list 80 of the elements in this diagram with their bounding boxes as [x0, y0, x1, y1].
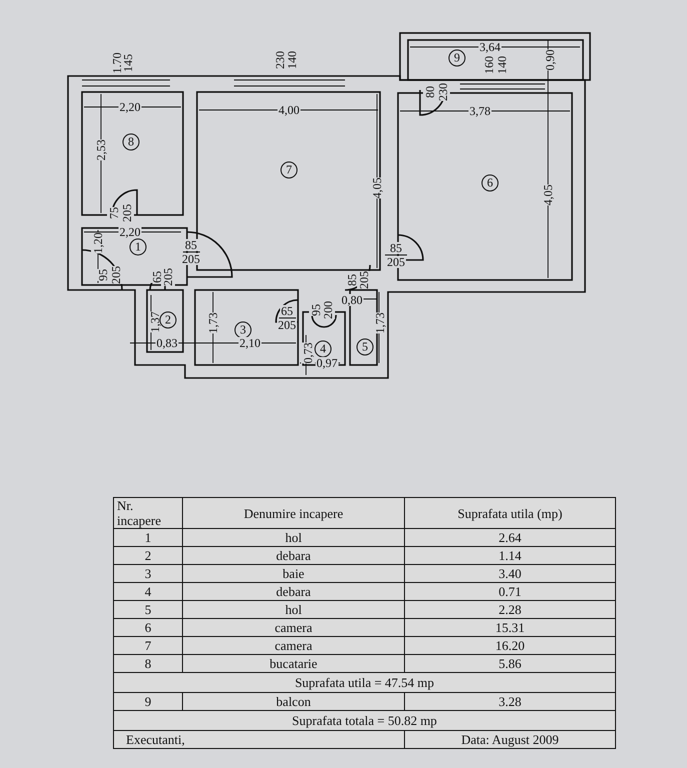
dimension-label: 145 — [121, 54, 135, 72]
table-cell: 0.71 — [404, 582, 616, 600]
dimension-label: 3,78 — [468, 105, 492, 117]
dimension-label: 1,37 — [148, 312, 162, 332]
dimension-label: 0,83 — [156, 337, 178, 349]
room-number: 6 — [482, 174, 498, 192]
room-number: 3 — [234, 322, 252, 338]
room-number: 1 — [130, 238, 146, 256]
table-cell: hol — [182, 528, 404, 546]
dimension-label: 205 — [120, 204, 134, 222]
dimension-label: 2,20 — [118, 101, 142, 113]
dimension-label: 205 — [277, 319, 297, 331]
dimension-label: 75 — [107, 207, 121, 219]
table-cell: 16.20 — [404, 636, 616, 654]
dimension-label: 205 — [357, 271, 371, 289]
table-cell: 5 — [114, 600, 182, 618]
table-cell: camera — [182, 618, 404, 636]
room-number: 7 — [280, 162, 298, 178]
table-cell: 2.64 — [404, 528, 616, 546]
table-cell: camera — [182, 636, 404, 654]
dimension-label: 205 — [161, 268, 175, 286]
table-cell: 2.28 — [404, 600, 616, 618]
table-header-cell: Denumire incapere — [182, 498, 404, 528]
dimension-label: 1,20 — [91, 232, 105, 254]
dimension-label: 85 — [184, 239, 198, 251]
table-header-cell: Nr. incapere — [114, 498, 182, 528]
room-number: 9 — [448, 50, 466, 66]
table-cell: 3.28 — [404, 692, 616, 710]
dimension-label: 65 — [280, 305, 294, 317]
dimension-label: 85 — [389, 242, 403, 254]
dimension-label: 3,64 — [478, 41, 502, 53]
dimension-label: 230 — [436, 83, 450, 101]
room-number: 4 — [314, 340, 332, 358]
table-cell: Executanti, — [114, 730, 404, 748]
table-header-cell: Suprafata utila (mp) — [404, 498, 616, 528]
dimension-label: 200 — [321, 301, 335, 319]
dimension-label: 0,80 — [340, 294, 364, 306]
dimension-label: 205 — [181, 253, 201, 265]
table-cell: Data: August 2009 — [404, 730, 616, 748]
table-cell: 1.14 — [404, 546, 616, 564]
dimension-label: 0,97 — [316, 357, 338, 369]
dimension-label: 1,73 — [206, 312, 220, 334]
dimension-label: 1,73 — [373, 312, 387, 334]
dimension-label: 140 — [285, 51, 299, 69]
table-cell: hol — [182, 600, 404, 618]
dimension-label: 2,53 — [94, 140, 108, 160]
table-cell: bucatarie — [182, 654, 404, 672]
dimension-label: 0,90 — [543, 50, 557, 70]
table-total-cell: Suprafata totala = 50.82 mp — [114, 710, 616, 730]
dimension-label: 0,73 — [301, 342, 315, 364]
room-number: 2 — [160, 312, 176, 328]
dimension-label: 80 — [423, 86, 437, 98]
dimension-label: 2,20 — [118, 226, 142, 238]
table-cell: 3 — [114, 564, 182, 582]
table-cell: baie — [182, 564, 404, 582]
dimension-label: 2,10 — [238, 337, 262, 349]
dimension-label: 4,05 — [541, 184, 555, 206]
dimension-label: 160 — [482, 56, 496, 74]
table-cell: 5.86 — [404, 654, 616, 672]
table-total-cell: Suprafata utila = 47.54 mp — [114, 672, 616, 692]
table-cell: 4 — [114, 582, 182, 600]
table-cell: 1 — [114, 528, 182, 546]
table-cell: debara — [182, 546, 404, 564]
dimension-label: 140 — [495, 56, 509, 74]
table-cell: debara — [182, 582, 404, 600]
table-cell: 3.40 — [404, 564, 616, 582]
table-cell: 9 — [114, 692, 182, 710]
table-cell: balcon — [182, 692, 404, 710]
dimension-label: 205 — [109, 266, 123, 284]
dimension-label: 4,05 — [370, 178, 384, 198]
room-number: 5 — [356, 338, 374, 356]
table-cell: 6 — [114, 618, 182, 636]
dimension-label: 205 — [386, 256, 406, 268]
room-number: 8 — [122, 134, 140, 150]
table-cell: 7 — [114, 636, 182, 654]
table-cell: 15.31 — [404, 618, 616, 636]
dimension-label: 4,00 — [278, 104, 300, 116]
table-cell: 2 — [114, 546, 182, 564]
dimension-label: 95 — [96, 269, 110, 281]
table-cell: 8 — [114, 654, 182, 672]
